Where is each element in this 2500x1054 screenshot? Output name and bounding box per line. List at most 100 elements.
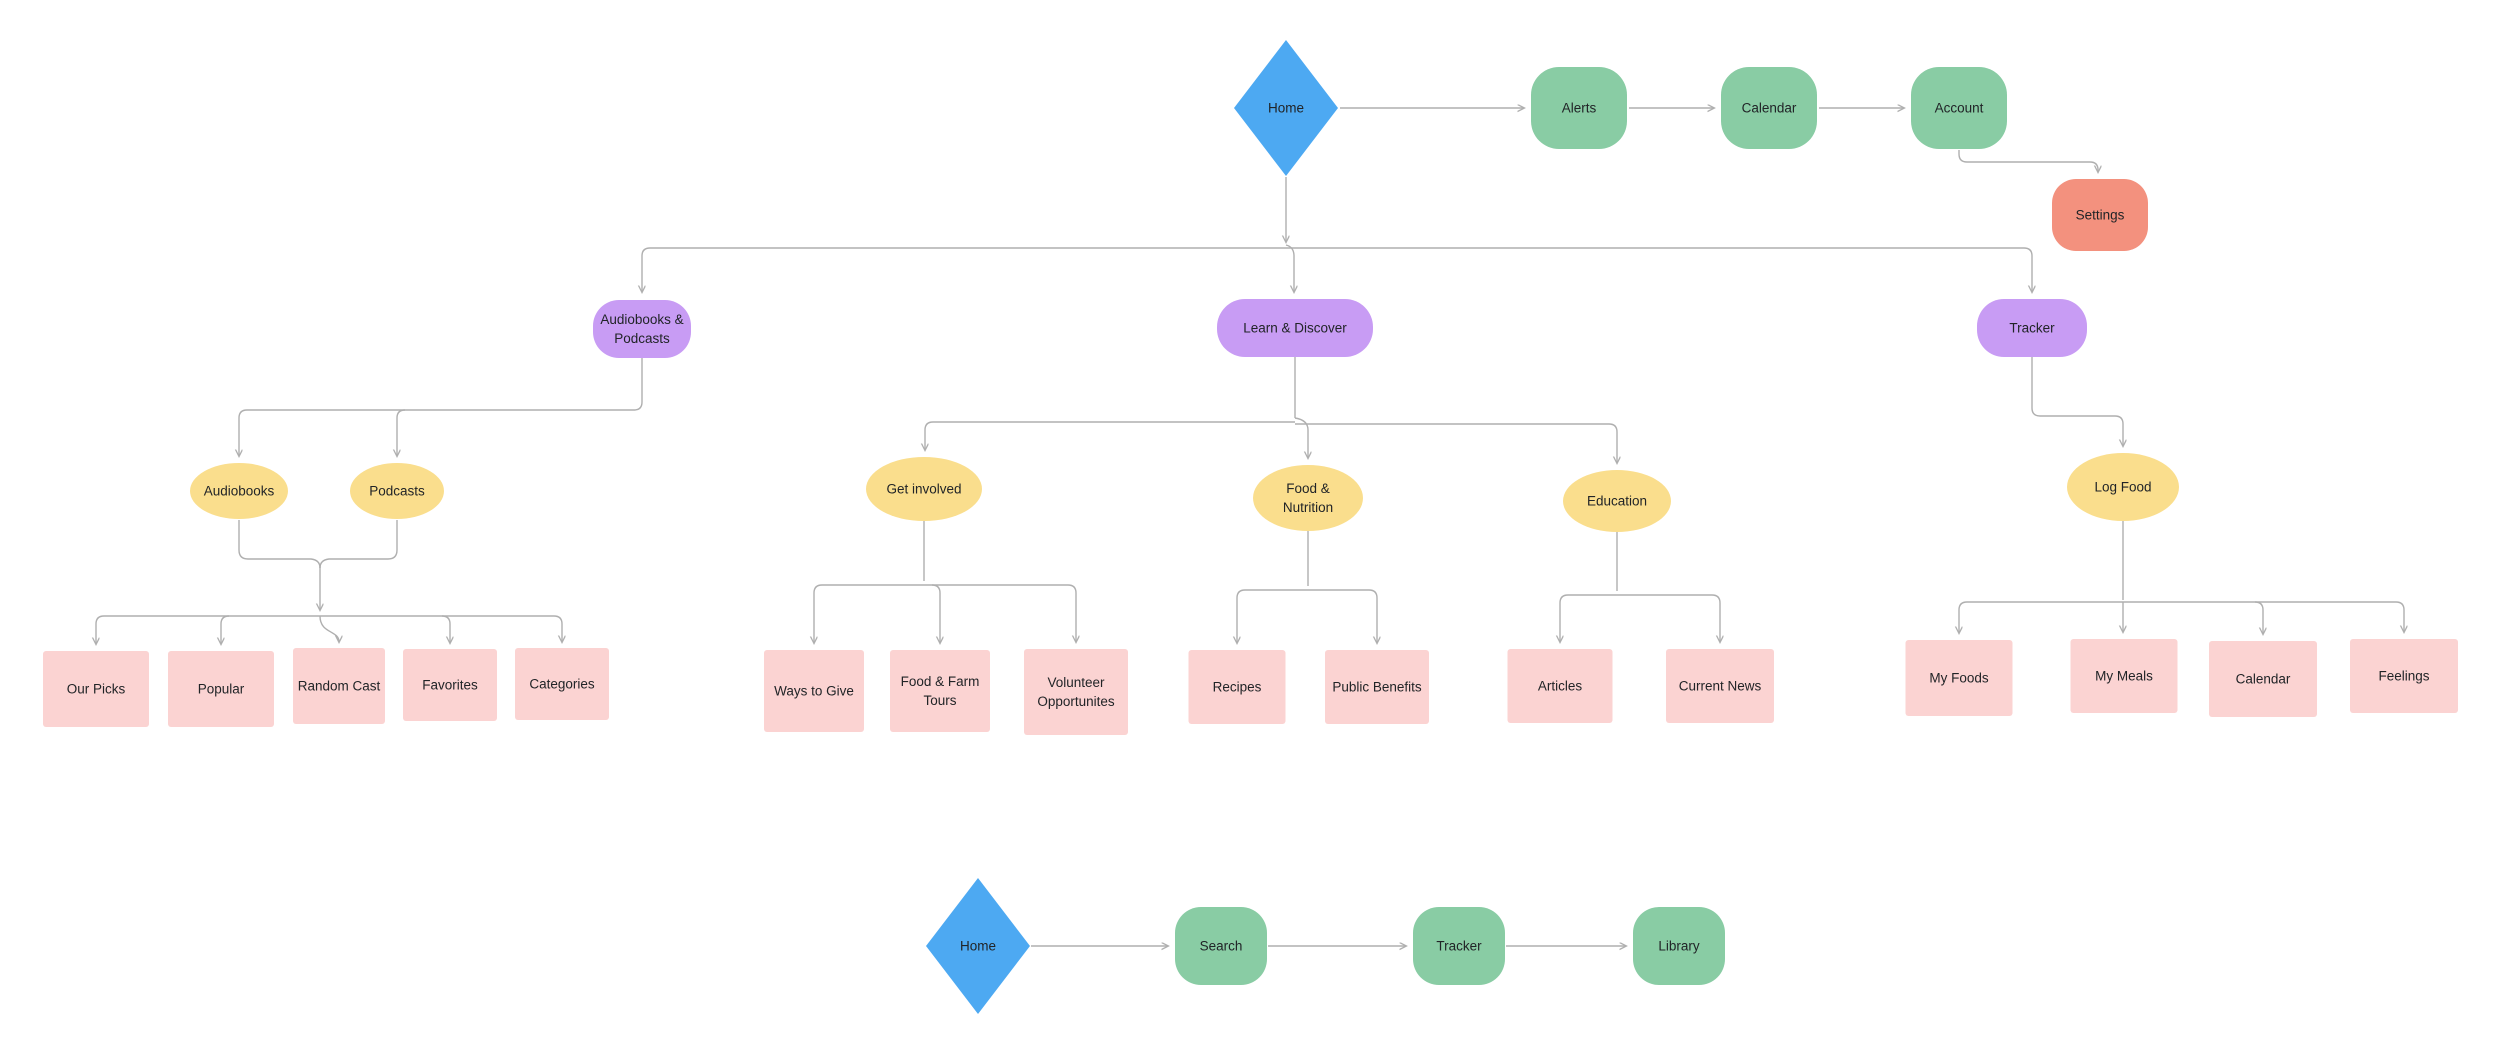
edge-edu-current-news — [1617, 594, 1720, 642]
get-involved-node[interactable]: Get involved — [866, 457, 982, 521]
articles-node[interactable]: Articles — [1507, 649, 1613, 723]
search-shape — [1175, 907, 1267, 985]
log-food-label: Log Food — [2094, 480, 2151, 495]
account-shape — [1911, 67, 2007, 149]
alerts-shape — [1531, 67, 1627, 149]
popular-label: Popular — [198, 682, 245, 697]
favorites-shape — [403, 649, 497, 721]
popular-shape — [168, 651, 274, 727]
alerts-node[interactable]: Alerts — [1531, 67, 1627, 149]
food-nutrition-node[interactable]: Food &Nutrition — [1253, 465, 1363, 531]
edge-trunk-learn — [1285, 244, 1294, 292]
edge-trunk-tracker — [1286, 247, 2032, 292]
edge-gi-ways-to-give — [814, 584, 924, 643]
current-news-label: Current News — [1679, 679, 1762, 694]
public-benefits-node[interactable]: Public Benefits — [1325, 650, 1429, 724]
library-label: Library — [1658, 939, 1700, 954]
audiobooks-podcasts-label: Audiobooks &Podcasts — [600, 312, 683, 346]
random-cast-shape — [293, 648, 385, 724]
feelings-shape — [2350, 639, 2458, 713]
home-bottom-node[interactable]: Home — [926, 878, 1030, 1014]
home-top-node[interactable]: Home — [1234, 40, 1338, 176]
edge-gi-food-farm-tours — [931, 584, 940, 643]
account-label: Account — [1935, 101, 1984, 116]
volunteer-opportunites-shape — [1024, 649, 1128, 735]
ways-to-give-node[interactable]: Ways to Give — [764, 650, 864, 732]
podcasts-node[interactable]: Podcasts — [350, 463, 444, 519]
edge-tracker-log-food — [2031, 357, 2123, 446]
favorites-label: Favorites — [422, 678, 478, 693]
tracker-bottom-shape — [1413, 907, 1505, 985]
get-involved-label: Get involved — [886, 482, 961, 497]
edge-audiobooks-merge — [238, 520, 321, 569]
my-foods-label: My Foods — [1929, 671, 1989, 686]
edge-gi-volunteer — [924, 584, 1076, 642]
my-foods-node[interactable]: My Foods — [1905, 640, 2013, 716]
recipes-node[interactable]: Recipes — [1188, 650, 1286, 724]
my-foods-shape — [1905, 640, 2013, 716]
audiobooks-shape — [190, 463, 288, 519]
random-cast-label: Random Cast — [298, 679, 381, 694]
edge-row1-categories — [320, 615, 562, 642]
edge-row1-favorites — [441, 615, 450, 643]
settings-node[interactable]: Settings — [2052, 179, 2148, 251]
feelings-node[interactable]: Feelings — [2350, 639, 2458, 713]
search-node[interactable]: Search — [1175, 907, 1267, 985]
calendar-node[interactable]: Calendar — [1721, 67, 1817, 149]
my-meals-label: My Meals — [2095, 669, 2153, 684]
my-meals-node[interactable]: My Meals — [2070, 639, 2178, 713]
audiobooks-node[interactable]: Audiobooks — [190, 463, 288, 519]
edge-learn-education — [1295, 423, 1617, 463]
edge-lf-my-foods — [1959, 601, 2123, 633]
education-label: Education — [1587, 494, 1647, 509]
edge-fn-public-benefits — [1308, 589, 1377, 643]
edge-ap-split-audiobooks — [239, 358, 643, 456]
calendar-label: Calendar — [1742, 101, 1797, 116]
my-meals-shape — [2070, 639, 2178, 713]
our-picks-node[interactable]: Our Picks — [43, 651, 149, 727]
edge-trunk-audiobooks — [642, 247, 1286, 292]
edge-row1-popular — [221, 615, 230, 644]
account-node[interactable]: Account — [1911, 67, 2007, 149]
categories-node[interactable]: Categories — [515, 648, 609, 720]
tracker-main-label: Tracker — [2009, 321, 2055, 336]
edge-row1-random-cast — [319, 615, 339, 642]
tracker-bottom-node[interactable]: Tracker — [1413, 907, 1505, 985]
podcasts-shape — [350, 463, 444, 519]
learn-discover-node[interactable]: Learn & Discover — [1217, 299, 1373, 357]
education-node[interactable]: Education — [1563, 470, 1671, 532]
food-nutrition-shape — [1253, 465, 1363, 531]
log-food-shape — [2067, 453, 2179, 521]
edge-fn-recipes — [1237, 589, 1308, 643]
public-benefits-label: Public Benefits — [1332, 680, 1422, 695]
articles-shape — [1507, 649, 1613, 723]
our-picks-shape — [43, 651, 149, 727]
calendar-tracker-node[interactable]: Calendar — [2209, 641, 2317, 717]
tracker-main-node[interactable]: Tracker — [1977, 299, 2087, 357]
library-node[interactable]: Library — [1633, 907, 1725, 985]
audiobooks-podcasts-node[interactable]: Audiobooks &Podcasts — [593, 300, 691, 358]
home-top-shape — [1234, 40, 1338, 176]
popular-node[interactable]: Popular — [168, 651, 274, 727]
edges-layer — [96, 108, 2404, 946]
favorites-node[interactable]: Favorites — [403, 649, 497, 721]
edge-lf-feelings — [2123, 601, 2404, 632]
settings-label: Settings — [2076, 208, 2125, 223]
current-news-node[interactable]: Current News — [1666, 649, 1774, 723]
edge-lf-calendar — [2254, 601, 2263, 634]
learn-discover-shape — [1217, 299, 1373, 357]
education-shape — [1563, 470, 1671, 532]
calendar-tracker-label: Calendar — [2236, 672, 2291, 687]
random-cast-node[interactable]: Random Cast — [293, 648, 385, 724]
log-food-node[interactable]: Log Food — [2067, 453, 2179, 521]
edge-learn-get-involved — [925, 421, 1295, 450]
edge-learn-food-nutrition — [1294, 417, 1308, 458]
categories-shape — [515, 648, 609, 720]
